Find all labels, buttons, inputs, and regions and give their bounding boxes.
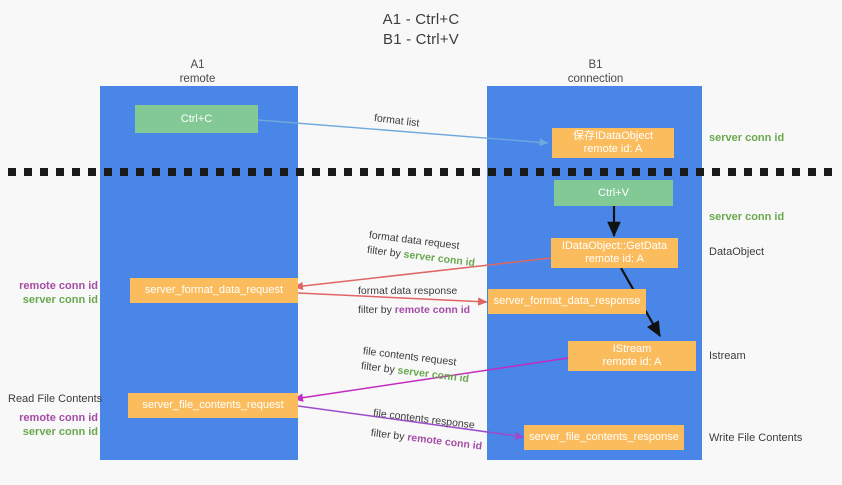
title-line-1: A1 - Ctrl+C xyxy=(382,11,460,28)
edge-label-format-list: format list xyxy=(373,112,420,130)
edge-label-format-data-response-filter: filter by remote conn id xyxy=(358,304,471,316)
node-server-format-data-request-label: server_format_data_request xyxy=(144,284,284,296)
node-istream-line1: IStream xyxy=(612,343,652,355)
node-idataobject-getdata-line2: remote id: A xyxy=(585,253,644,265)
column-header-a1: A1 remote xyxy=(120,58,275,86)
label-server-conn-id-mid: server conn id xyxy=(709,211,785,223)
node-idataobject-getdata[interactable]: IDataObject::GetData remote id: A xyxy=(551,238,678,268)
edge-label-format-data-response: format data response filter by remote co… xyxy=(358,284,470,318)
label-file-server-conn-id: server conn id xyxy=(22,426,98,438)
label-file-remote-conn-id: remote conn id xyxy=(19,412,98,424)
label-dataobject: DataObject xyxy=(709,246,765,258)
column-header-b1-sub: connection xyxy=(567,73,624,85)
column-header-b1-name: B1 xyxy=(588,59,603,71)
label-istream: Istream xyxy=(709,350,746,362)
column-header-b1: B1 connection xyxy=(518,58,673,86)
title-line-2: B1 - Ctrl+V xyxy=(383,31,459,48)
node-idataobject-getdata-line1: IDataObject::GetData xyxy=(561,240,668,252)
node-server-file-contents-response-label: server_file_contents_response xyxy=(529,431,679,443)
node-server-format-data-response-label: server_format_data_response xyxy=(493,295,641,307)
label-server-conn-id-top: server conn id xyxy=(709,132,785,144)
node-save-idataobject-line2: remote id: A xyxy=(583,143,643,155)
node-save-idataobject[interactable]: 保存IDataObject remote id: A xyxy=(552,128,674,158)
node-ctrl-v-label: Ctrl+V xyxy=(598,186,629,199)
node-ctrl-v[interactable]: Ctrl+V xyxy=(554,180,673,206)
node-istream-line2: remote id: A xyxy=(602,356,662,368)
node-server-format-data-response[interactable]: server_format_data_response xyxy=(488,289,646,314)
node-server-file-contents-response[interactable]: server_file_contents_response xyxy=(524,425,684,450)
node-server-format-data-request[interactable]: server_format_data_request xyxy=(130,278,298,303)
node-server-file-contents-request-label: server_file_contents_request xyxy=(142,399,284,411)
filter-value-remote-conn-id-1: remote conn id xyxy=(394,304,471,316)
filter-value-remote-conn-id-2: remote conn id xyxy=(406,431,483,453)
edge-label-format-data-response-line1: format data response xyxy=(358,285,458,297)
node-ctrl-c-label: Ctrl+C xyxy=(180,112,213,125)
edge-label-file-contents-request: file contents request filter by server c… xyxy=(360,344,471,387)
node-ctrl-c[interactable]: Ctrl+C xyxy=(135,105,258,133)
label-format-server-conn-id: server conn id xyxy=(22,294,98,306)
diagram-title: A1 - Ctrl+C B1 - Ctrl+V xyxy=(0,10,842,50)
label-format-remote-conn-id: remote conn id xyxy=(19,280,98,292)
column-header-a1-name: A1 xyxy=(190,59,205,71)
node-istream[interactable]: IStream remote id: A xyxy=(568,341,696,371)
node-server-file-contents-request[interactable]: server_file_contents_request xyxy=(128,393,298,418)
node-save-idataobject-line1: 保存IDataObject xyxy=(572,130,654,142)
edge-label-format-data-request: format data request filter by server con… xyxy=(366,228,477,271)
edge-label-file-contents-response: file contents response filter by remote … xyxy=(370,406,485,454)
label-write-file-contents: Write File Contents xyxy=(709,432,803,444)
label-read-file-contents: Read File Contents xyxy=(8,393,103,405)
column-header-a1-sub: remote xyxy=(179,73,216,85)
label-file-conn-ids: remote conn id server conn id xyxy=(8,411,98,439)
dashed-separator xyxy=(8,168,834,176)
label-format-conn-ids: remote conn id server conn id xyxy=(8,279,98,307)
